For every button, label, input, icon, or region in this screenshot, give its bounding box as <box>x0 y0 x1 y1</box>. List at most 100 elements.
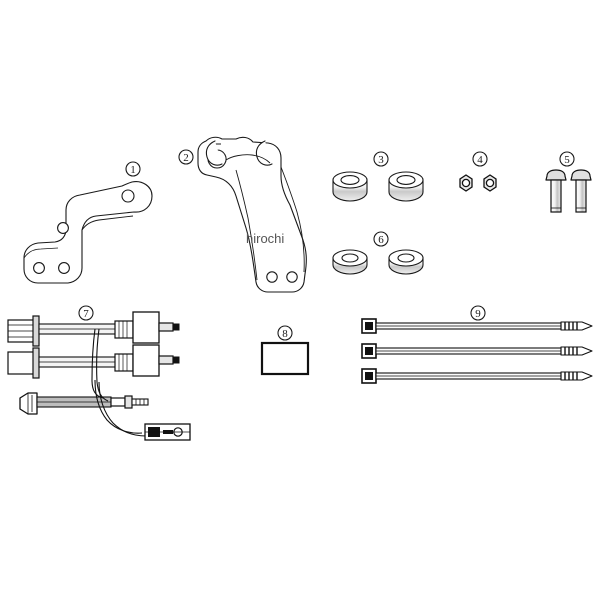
harness-lower-plug-housing <box>19 392 38 415</box>
callout-7-circle <box>78 305 94 321</box>
bracket-left-body <box>23 181 153 284</box>
callout-7: 7 <box>78 305 94 321</box>
bracket-left-hole-lower-a <box>33 262 45 274</box>
bracket-right-inner-right <box>280 166 305 273</box>
collar-spacer-b-bore <box>396 175 416 185</box>
bracket-left-hole-mid <box>57 222 69 234</box>
cable-tie-1 <box>361 318 593 334</box>
cable-tie-3-teeth <box>564 372 578 380</box>
harness-middle-connector-housing <box>7 351 36 375</box>
callout-8: 8 <box>277 325 293 341</box>
callout-3-label: 3 <box>378 154 384 166</box>
flat-washer-a <box>332 249 368 275</box>
flange-bolt-a <box>545 169 567 213</box>
flange-bolt-a-head <box>545 169 567 181</box>
harness-lower-ferrule <box>110 397 126 407</box>
cable-tie-3-tip <box>560 371 593 381</box>
callout-2-label: 2 <box>183 152 189 164</box>
callout-9: 9 <box>470 305 486 321</box>
part-mounting-bracket-left <box>23 181 153 284</box>
collar-spacer-a-bore <box>340 175 360 185</box>
callout-2: 2 <box>178 149 194 165</box>
cable-tie-1-tip <box>560 321 593 331</box>
harness-upper-boot-ribs <box>118 321 128 338</box>
collar-spacer-a <box>332 171 368 202</box>
harness-middle-connector-flange <box>32 347 40 379</box>
harness-branch-upper <box>7 311 180 347</box>
harness-middle-boot-ribs <box>118 354 128 371</box>
bracket-right-hole-b <box>286 271 298 283</box>
part-cable-tie-group <box>361 318 593 384</box>
part-flat-washer-group <box>332 249 424 275</box>
bracket-right-inner-top <box>225 154 271 164</box>
callout-7-label: 7 <box>83 308 89 320</box>
harness-lower-collar <box>124 395 133 409</box>
harness-upper-bullet-housing <box>132 311 160 344</box>
callout-6-label: 6 <box>378 234 384 246</box>
flat-washer-b-bore <box>397 253 415 263</box>
bracket-left-inner-edge <box>81 215 134 231</box>
callout-group: 1 2 3 4 5 6 7 <box>78 149 575 341</box>
bracket-left-inner-edge-2 <box>23 247 59 259</box>
bracket-left-hole-lower-b <box>58 262 70 274</box>
bracket-right-inner-left <box>235 169 258 281</box>
cable-tie-2-head-slot <box>365 347 373 355</box>
rubber-pad-body <box>260 341 310 376</box>
callout-9-label: 9 <box>475 308 481 320</box>
callout-6: 6 <box>373 231 389 247</box>
flat-washer-a-bore <box>341 253 359 263</box>
callout-2-circle <box>178 149 194 165</box>
harness-upper-boot <box>114 320 134 339</box>
cable-tie-2 <box>361 343 593 359</box>
harness-drop-wire-c <box>94 379 143 434</box>
part-rubber-pad <box>260 341 310 376</box>
flange-bolt-b-shank <box>575 179 587 213</box>
callout-8-circle <box>277 325 293 341</box>
bracket-right-hole-a <box>266 271 278 283</box>
hex-nut-b-bore <box>485 178 495 188</box>
harness-branch-middle <box>7 344 180 379</box>
harness-middle-bullet-housing <box>132 344 160 377</box>
callout-5-label: 5 <box>564 154 570 166</box>
harness-middle-boot <box>114 353 134 372</box>
bracket-right-hook-left <box>205 140 223 166</box>
cable-tie-3 <box>361 368 593 384</box>
harness-spade-terminal <box>144 423 191 441</box>
bracket-left-hole-top <box>121 189 135 203</box>
harness-branch-lower <box>19 392 149 415</box>
harness-lower-pin-ribs <box>135 399 145 405</box>
callout-8-label: 8 <box>282 328 288 340</box>
bracket-right-hook-right <box>255 140 273 166</box>
harness-middle-terminal <box>158 355 174 365</box>
callout-5-circle <box>559 151 575 167</box>
part-wiring-harness <box>7 311 191 441</box>
harness-upper-terminal-tip <box>172 323 180 331</box>
hex-nut-a <box>459 174 473 192</box>
callout-3: 3 <box>373 151 389 167</box>
callout-6-circle <box>373 231 389 247</box>
harness-upper-connector-flange <box>32 315 40 347</box>
harness-upper-connector-ribs <box>8 324 35 338</box>
callout-3-circle <box>373 151 389 167</box>
harness-upper-terminal <box>158 322 174 332</box>
cable-tie-3-head-slot <box>365 372 373 380</box>
callout-5: 5 <box>559 151 575 167</box>
cable-tie-2-teeth <box>564 347 578 355</box>
collar-spacer-b <box>388 171 424 202</box>
part-hex-nut-group <box>459 174 497 192</box>
harness-middle-terminal-tip <box>172 356 180 364</box>
harness-lower-plug-ribs <box>27 393 33 414</box>
hex-nut-a-bore <box>461 178 471 188</box>
part-mounting-bracket-right <box>197 136 307 293</box>
callout-1-label: 1 <box>130 164 136 176</box>
watermark-hirochi: hirochi <box>246 231 284 246</box>
callout-4-circle <box>472 151 488 167</box>
flat-washer-b <box>388 249 424 275</box>
cable-tie-1-teeth <box>564 322 578 330</box>
harness-drop-wire-b <box>96 328 109 402</box>
flange-bolt-b <box>570 169 592 213</box>
callout-9-circle <box>470 305 486 321</box>
bracket-right-body <box>197 136 307 293</box>
